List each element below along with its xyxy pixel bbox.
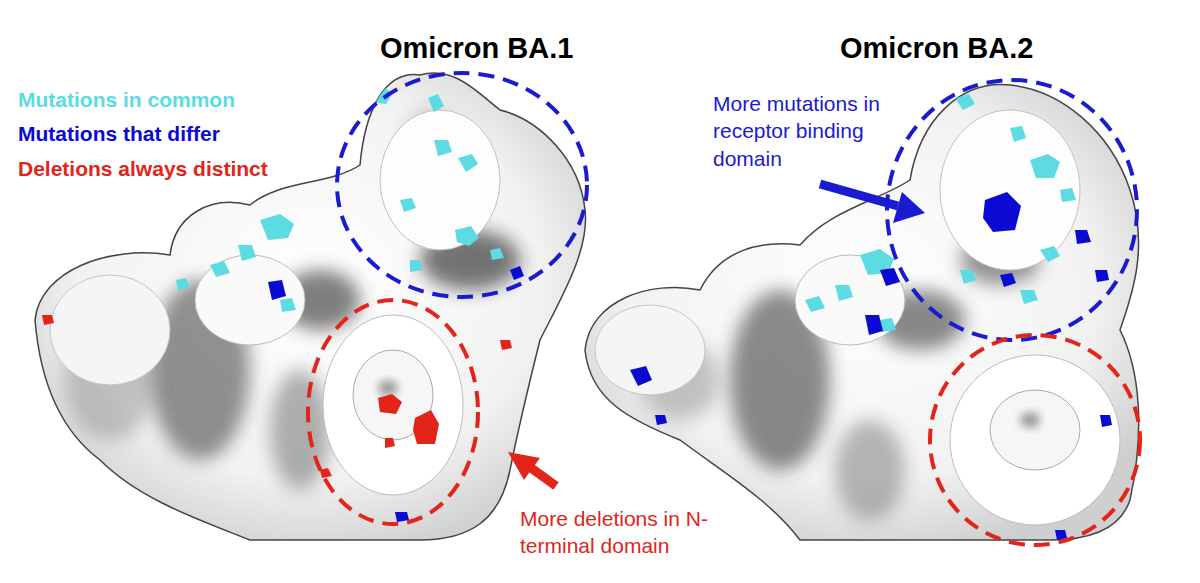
legend-entry: Deletions always distinct bbox=[18, 157, 268, 181]
callout-note-box: More deletions in N-terminal domain bbox=[520, 505, 770, 560]
callout-arrow bbox=[820, 184, 925, 223]
protein-surface-ba2 bbox=[585, 85, 1139, 540]
panel-title: Omicron BA.2 bbox=[840, 30, 1033, 68]
panel-title: Omicron BA.1 bbox=[380, 30, 573, 68]
panel-title-box: Omicron BA.1 bbox=[380, 30, 640, 68]
callout-note: More deletions in N-terminal domain bbox=[520, 505, 770, 560]
legend-text: Deletions always distinct bbox=[18, 157, 268, 180]
callout-note: More mutations in receptor binding domai… bbox=[713, 90, 913, 172]
legend-swatch: Mutations that differ bbox=[18, 122, 220, 145]
callout-note-box: More mutations in receptor binding domai… bbox=[713, 90, 913, 172]
legend-entry: Mutations in common bbox=[18, 88, 235, 112]
legend-swatch: Mutations in common bbox=[18, 88, 235, 111]
callout-arrow bbox=[508, 452, 556, 486]
legend-text: Mutations in common bbox=[18, 88, 235, 111]
legend-entry: Mutations that differ bbox=[18, 122, 220, 146]
legend-swatch: Deletions always distinct bbox=[18, 157, 268, 180]
legend-text: Mutations that differ bbox=[18, 122, 220, 145]
region-outlines bbox=[308, 73, 1140, 545]
panel-title-box: Omicron BA.2 bbox=[840, 30, 1100, 68]
